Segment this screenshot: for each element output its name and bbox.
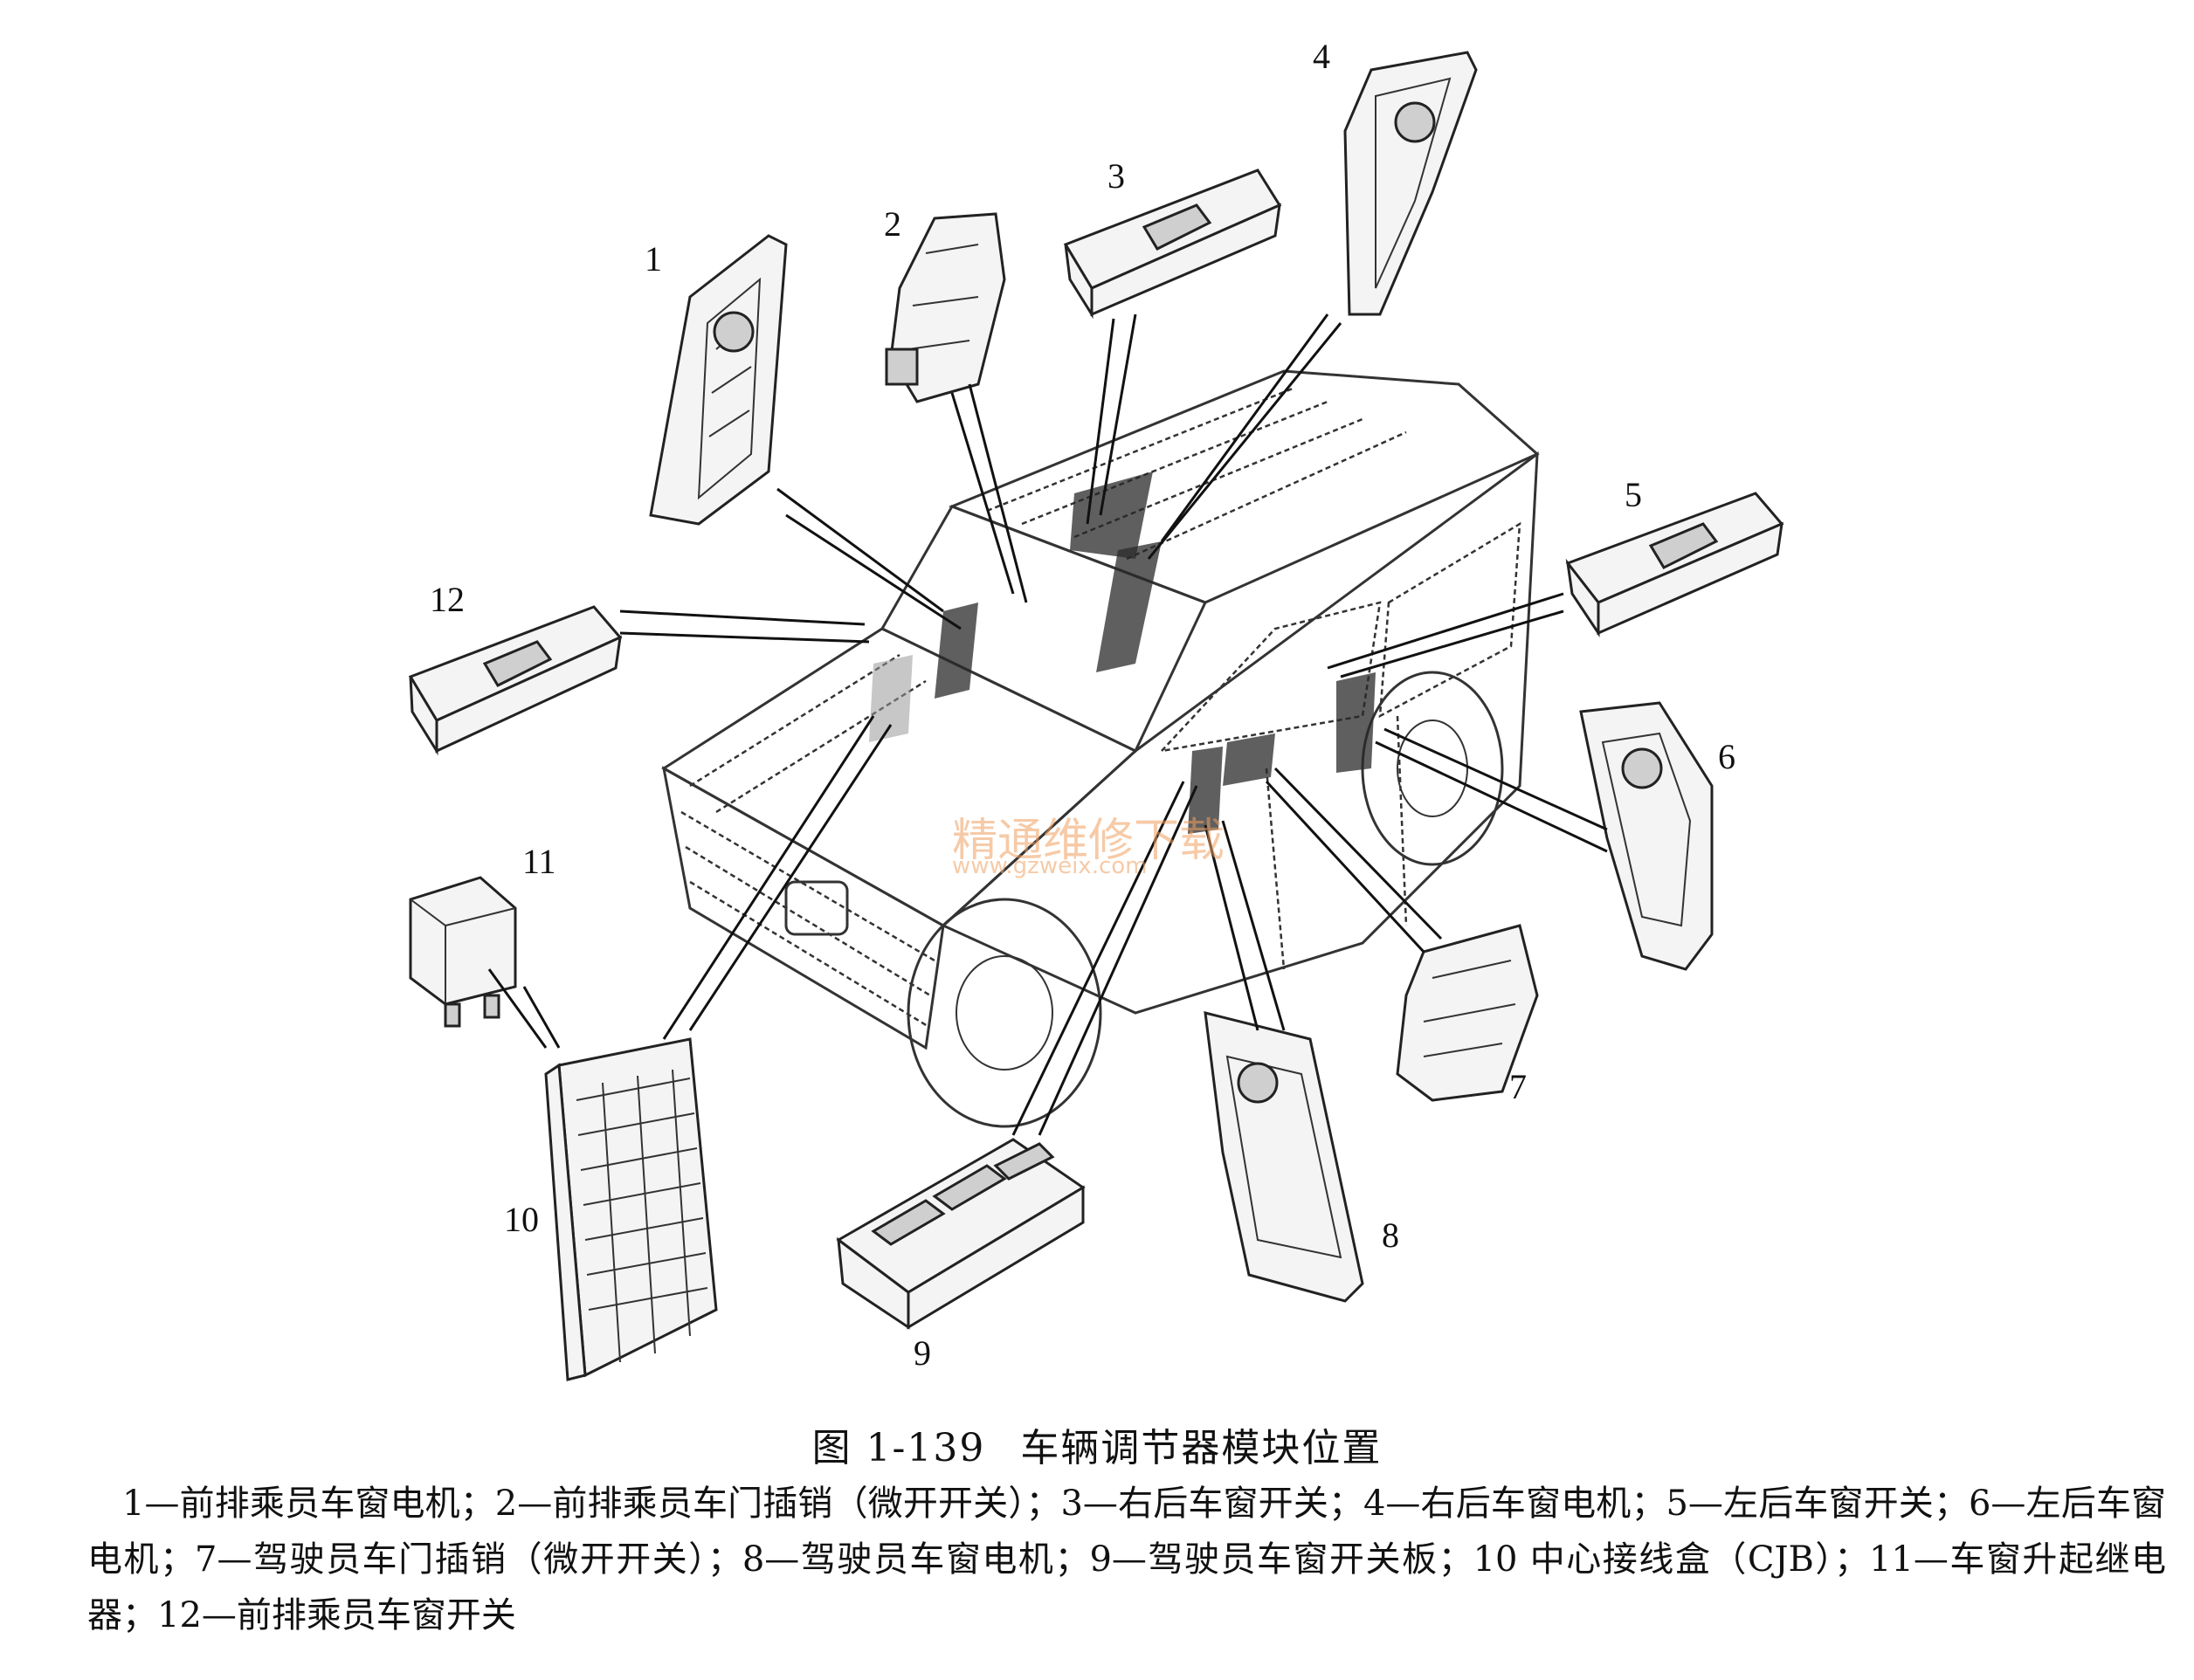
part-4-window-motor — [1343, 51, 1478, 316]
vehicle-module-diagram: 精通维修下载 www.gzweix.com 1 2 3 4 5 6 7 8 9 … — [408, 37, 1784, 1381]
figure-caption: 图 1-139 车辆调节器模块位置 — [0, 1416, 2194, 1472]
figure-label: 图 1-139 — [811, 1426, 986, 1470]
watermark-cn: 精通维修下载 — [952, 815, 1225, 867]
callout-4: 4 — [1313, 37, 1330, 76]
part-6-window-motor — [1579, 701, 1714, 971]
callout-1: 1 — [645, 239, 662, 279]
callout-7: 7 — [1509, 1067, 1527, 1106]
part-3-window-switch — [1063, 169, 1282, 320]
part-1-window-motor — [649, 234, 788, 526]
figure-title: 车辆调节器模块位置 — [1020, 1426, 1383, 1470]
part-11-relay — [409, 876, 517, 1028]
watermark: 精通维修下载 www.gzweix.com — [952, 815, 1225, 879]
callout-11: 11 — [522, 842, 556, 881]
figure-legend: 1—前排乘员车窗电机；2—前排乘员车门插销（微开开关）；3—右后车窗开关；4—右… — [87, 1484, 2166, 1635]
callout-6: 6 — [1718, 737, 1735, 776]
callout-3: 3 — [1107, 156, 1125, 196]
part-8-window-motor — [1204, 1011, 1364, 1303]
part-10-junction-box — [544, 1037, 718, 1381]
part-9-switch-pack — [836, 1138, 1086, 1330]
callout-numbers: 1 2 3 4 5 6 7 8 9 10 11 12 — [430, 37, 1735, 1373]
callout-5: 5 — [1625, 475, 1642, 514]
part-2-door-latch — [885, 212, 1006, 403]
callout-12: 12 — [430, 580, 465, 619]
callout-10: 10 — [504, 1200, 539, 1239]
part-7-door-latch — [1396, 924, 1539, 1102]
leader-lines — [487, 313, 1608, 1136]
part-12-window-switch — [408, 605, 623, 756]
callout-9: 9 — [914, 1333, 931, 1373]
callout-2: 2 — [884, 204, 901, 244]
watermark-url: www.gzweix.com — [952, 853, 1148, 879]
callout-8: 8 — [1382, 1215, 1399, 1255]
part-5-window-switch — [1565, 492, 1784, 637]
